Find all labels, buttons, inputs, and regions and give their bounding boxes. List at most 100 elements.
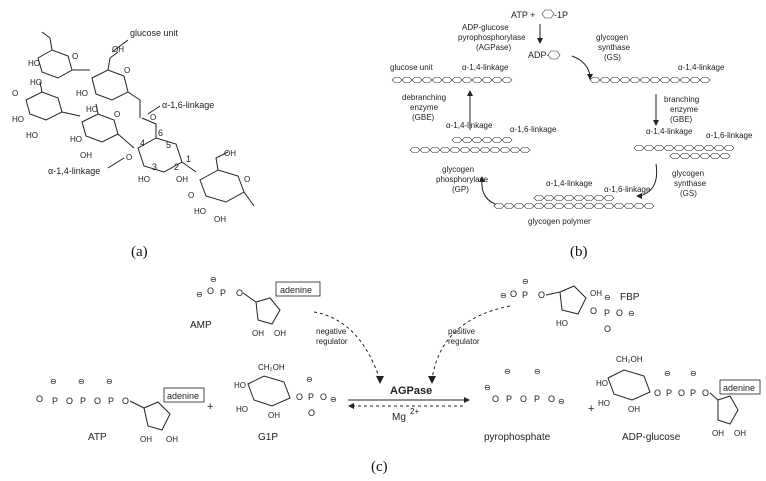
glucose-hexagon — [689, 153, 701, 159]
glucose-hexagon — [391, 77, 403, 83]
fbp-label: FBP — [620, 292, 640, 303]
glucose-hexagon — [533, 203, 545, 209]
o-label: O — [244, 175, 250, 184]
glucose-hexagon — [409, 147, 421, 153]
o-label: O — [616, 308, 623, 318]
glucose-hexagon — [723, 145, 735, 151]
p-label: P — [108, 396, 114, 406]
glucose-hexagon — [489, 147, 501, 153]
o-label: O — [114, 110, 120, 119]
glucose-hexagon — [669, 153, 681, 159]
glucose-hexagon — [481, 77, 493, 83]
ch2oh-label: CH₂OH — [258, 363, 285, 372]
glycogen-synthase-label: synthase — [598, 43, 631, 52]
glucose-hexagon — [699, 77, 711, 83]
glucose-hexagon — [599, 77, 611, 83]
agpase-enzyme-label: AGPase — [390, 385, 432, 397]
magnesium-label: Mg — [392, 412, 406, 423]
glycogen-synthase-label: (GS) — [604, 53, 621, 62]
glucose-hexagon — [429, 147, 441, 153]
adp-glucose-label: ADP-glucose — [622, 432, 681, 443]
ch2oh-label: CH₂OH — [616, 355, 643, 364]
p-label: P — [522, 290, 528, 300]
ho-label: HO — [76, 89, 88, 98]
glucose-hexagon — [649, 77, 661, 83]
glucose-hexagon — [669, 77, 681, 83]
glucose-hexagon — [491, 137, 503, 143]
glucose-hexagon — [639, 77, 651, 83]
o-label: O — [124, 66, 130, 75]
alpha-1-4-linkage-label: α-1,4-linkage — [646, 127, 693, 136]
glucose-hexagon — [499, 147, 511, 153]
ho-label: HO — [70, 135, 82, 144]
glucose-hexagon — [439, 147, 451, 153]
glucose-hexagon — [709, 153, 721, 159]
carbon-3-label: 3 — [152, 162, 157, 172]
o-label: O — [308, 408, 315, 418]
glucose-hexagon — [703, 145, 715, 151]
o-label: O — [548, 394, 555, 404]
alpha-1-6-linkage-label: α-1,6-linkage — [510, 125, 557, 134]
glucose-hexagon — [493, 203, 505, 209]
ho-label: HO — [138, 175, 150, 184]
o-label: O — [12, 89, 18, 98]
pyrophosphate-label: pyrophosphate — [484, 432, 551, 443]
branching-enzyme-label: branching — [664, 95, 699, 104]
glucose-hexagon — [503, 203, 515, 209]
oh-label: OH — [176, 175, 188, 184]
glucose-hexagon — [699, 153, 711, 159]
o-label: O — [520, 394, 527, 404]
glucose-unit-label: glucose unit — [390, 63, 433, 72]
carbon-5-label: 5 — [166, 140, 171, 150]
oh-label: OH — [734, 429, 746, 438]
glucose-hexagon — [471, 137, 483, 143]
glucose-hexagon — [663, 145, 675, 151]
glucose-hexagon — [471, 77, 483, 83]
glycogen-synthase-label: (GS) — [680, 189, 697, 198]
minus-charge-icon: ⊖ — [106, 377, 113, 386]
adenine-label: adenine — [167, 391, 199, 401]
p-label: P — [690, 388, 696, 398]
glucose-hexagon — [481, 137, 493, 143]
oh-label: OH — [224, 149, 236, 158]
adenine-box — [163, 387, 205, 403]
glucose-hexagon — [623, 203, 635, 209]
alpha-1-4-linkage-label: α-1,4-linkage — [446, 121, 493, 130]
o-label: O — [510, 289, 517, 299]
p-label: P — [308, 392, 314, 402]
minus-charge-icon: ⊖ — [50, 377, 57, 386]
amp-label: AMP — [190, 320, 212, 331]
o-label: O — [236, 288, 243, 298]
minus-charge-icon: ⊖ — [504, 367, 511, 376]
glucose-hexagon — [603, 203, 615, 209]
glycogen-phosphorylase-label: glycogen — [442, 165, 474, 174]
carbon-6-label: 6 — [158, 128, 163, 138]
ho-label: HO — [86, 105, 98, 114]
alpha-1-4-linkage-label: α-1,4-linkage — [678, 63, 725, 72]
o-label: O — [150, 113, 156, 122]
glucose-hexagon — [633, 203, 645, 209]
o-label: O — [126, 153, 132, 162]
glucose-hexagon — [679, 77, 691, 83]
glucose-hexagon — [673, 145, 685, 151]
oh-label: OH — [628, 405, 640, 414]
ho-label: HO — [28, 59, 40, 68]
glycogen-polymer-label: glycogen polymer — [528, 217, 591, 226]
glucose-hexagon — [613, 203, 625, 209]
glucose-chain — [409, 137, 531, 153]
glucose-hexagon — [583, 203, 595, 209]
glucose-hexagon — [441, 77, 453, 83]
ho-label: HO — [12, 115, 24, 124]
oh-label: OH — [712, 429, 724, 438]
ho-label: HO — [236, 405, 248, 414]
magnesium-charge-label: 2+ — [410, 407, 419, 416]
oh-label: OH — [252, 329, 264, 338]
minus-charge-icon: ⊖ — [500, 291, 507, 300]
minus-charge-icon: ⊖ — [306, 375, 313, 384]
glucose-hexagon — [593, 195, 605, 201]
debranching-enzyme-label: enzyme — [410, 103, 439, 112]
adenine-box — [719, 379, 761, 395]
glucose-hexagon — [541, 9, 555, 19]
glucose-hexagon — [513, 203, 525, 209]
plus-sign: + — [588, 403, 594, 415]
